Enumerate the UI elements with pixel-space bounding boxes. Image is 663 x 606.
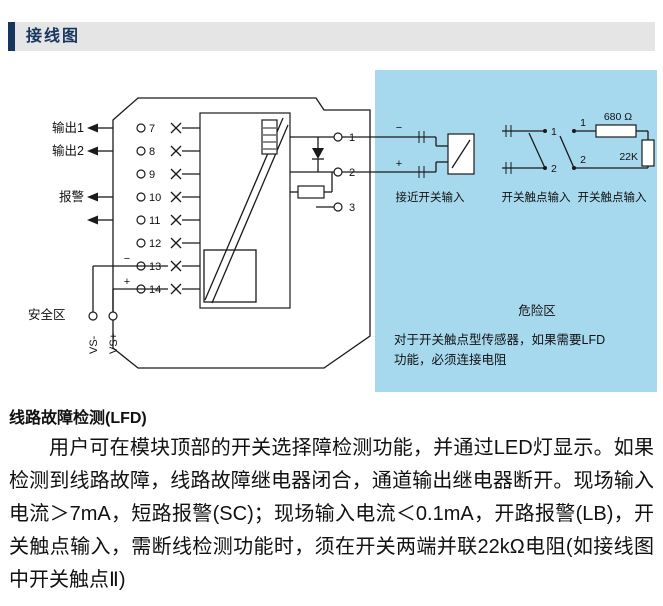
wiring-diagram: 7 8 9 10 11 12 13 14 [0, 68, 663, 398]
header-accent-bar [8, 22, 15, 51]
terminal-row-11: 11 [136, 214, 200, 227]
hazard-zone-background [375, 70, 657, 392]
internal-resistor [297, 185, 325, 199]
wire-minus-label: − [396, 122, 402, 134]
power-supply-wiring [88, 265, 168, 321]
wire-1-label: 1 [551, 126, 557, 138]
wiring-diagram-svg: 7 8 9 10 11 12 13 14 [28, 70, 657, 392]
terminal-row-13: 13 [136, 260, 200, 273]
lfd-section-paragraph: 用户可在模块顶部的开关选择障检测功能，并通过LED灯显示。如果检测到线路故障，线… [9, 437, 654, 591]
terminal-row-12: 12 [136, 237, 200, 250]
field-terminal-3: 3 [349, 202, 355, 214]
terminal-row-8: 8 [136, 145, 200, 158]
terminal-number: 9 [149, 169, 155, 181]
terminal-number: 8 [149, 146, 155, 158]
switch-blade [559, 135, 575, 169]
field-terminal-wiring [290, 132, 343, 212]
output-arrows [87, 123, 113, 225]
switch-contact-circuit-2 [559, 124, 655, 170]
terminal-row-14: 14 [136, 283, 200, 296]
switch-contact-circuit-1 [502, 125, 547, 174]
terminal-number: 7 [149, 123, 155, 135]
lfd-section-heading: 线路故障检测(LFD) [9, 410, 147, 427]
wire-plus-label: + [396, 158, 402, 170]
terminal-row-10: 10 [136, 191, 200, 204]
section-header-bar: 接线图 [8, 22, 655, 51]
terminal-number: 14 [149, 284, 161, 296]
module-outline [112, 97, 371, 369]
resistor-22k-label: 22K [619, 151, 638, 163]
page-title: 接线图 [26, 28, 81, 45]
vs-plus-label: VS+ [108, 333, 120, 354]
terminal-row-7: 7 [136, 122, 200, 135]
proximity-input-label: 接近开关输入 [396, 190, 465, 204]
terminal-number: 12 [149, 238, 161, 250]
hazard-note-line1: 对于开关触点型传感器，如果需要LFD [394, 332, 605, 347]
switch-blade [528, 132, 546, 169]
wire-1-label: 1 [580, 117, 586, 129]
terminal-number: 13 [149, 261, 161, 273]
alarm-label: 报警 [59, 189, 84, 204]
safe-zone-label: 安全区 [28, 307, 66, 322]
wire-2-label: 2 [551, 163, 557, 175]
contact-input-label-2: 开关触点输入 [578, 190, 647, 204]
resistor-680-label: 680 Ω [604, 111, 632, 123]
output2-label: 输出2 [52, 143, 84, 158]
wire-2-label: 2 [580, 154, 586, 166]
terminal-row-9: 9 [136, 168, 200, 181]
resistor-22k-symbol [641, 139, 655, 167]
proximity-switch-circuit [342, 131, 475, 178]
vs-minus-label: VS- [88, 335, 100, 354]
supply-plus-sign: + [124, 276, 130, 288]
terminal-number: 10 [149, 192, 161, 204]
output1-label: 输出1 [52, 120, 84, 135]
field-terminal-1: 1 [349, 132, 355, 144]
supply-minus-sign: − [124, 253, 130, 265]
contact-input-label-1: 开关触点输入 [502, 190, 571, 204]
diode-symbol [312, 148, 324, 159]
resistor-680-symbol [595, 124, 637, 138]
hazard-note-line2: 功能，必须连接电阻 [394, 352, 507, 367]
field-terminal-2: 2 [349, 167, 355, 179]
terminal-number: 11 [149, 215, 160, 227]
hazard-zone-label: 危险区 [518, 303, 556, 318]
isolator-block [199, 112, 291, 309]
